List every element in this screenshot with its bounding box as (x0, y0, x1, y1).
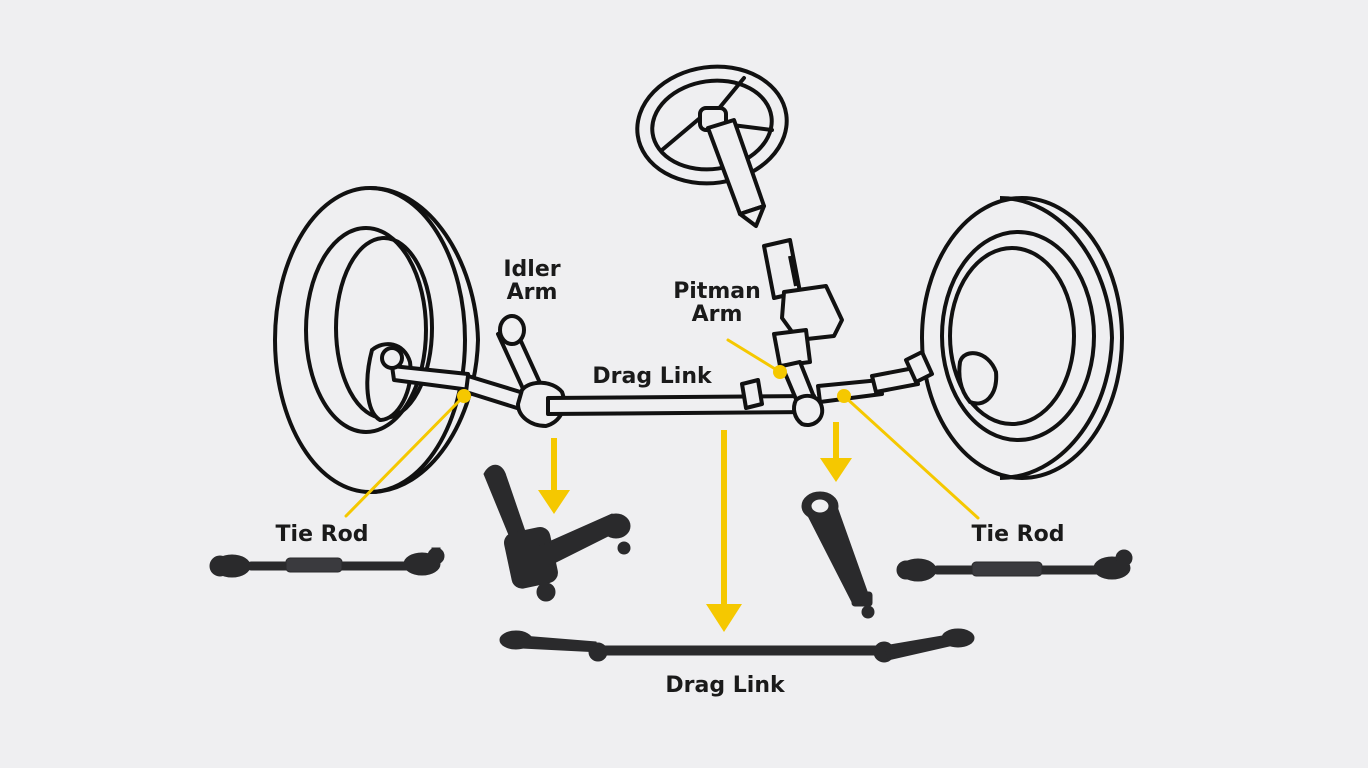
idler-arm-part (483, 464, 631, 602)
right-tie-rod-art (816, 350, 934, 404)
tie-rod-right-label: Tie Rod (971, 522, 1065, 547)
steering-column (706, 118, 766, 228)
pitman-arm-label-line1: Pitman (673, 279, 761, 304)
tie-rod-left-leader (344, 394, 466, 518)
right-tie-rod-part (896, 549, 1133, 582)
drag-link-arrow (706, 430, 742, 632)
left-tie-rod-part (209, 547, 445, 578)
pitman-arm-arrow (820, 422, 852, 482)
drag-link-part (499, 628, 975, 663)
left-wheel (273, 186, 481, 494)
callout-leaders (344, 338, 980, 520)
pitman-arm-part (801, 491, 875, 619)
tie-rod-left-label: Tie Rod (275, 522, 369, 547)
steering-wheel (635, 64, 789, 186)
right-wheel (920, 196, 1124, 480)
callout-dots (457, 365, 851, 403)
idler-arm-arrow (538, 438, 570, 514)
down-arrows (538, 422, 852, 632)
pitman-arm-label: Pitman Arm (656, 280, 778, 326)
pitman-arm-art (780, 360, 825, 427)
idler-arm-label-line1: Idler (503, 257, 561, 282)
drag-link-bottom-label: Drag Link (665, 673, 785, 698)
steering-gear-box (762, 238, 844, 368)
pitman-arm-leader (726, 338, 782, 374)
idler-arm-label: Idler Arm (492, 258, 572, 304)
pitman-arm-dot (773, 365, 787, 379)
idler-arm-label-line2: Arm (506, 280, 558, 305)
tie-rod-right-leader (842, 394, 980, 520)
drag-link-top-label: Drag Link (592, 364, 712, 389)
pitman-arm-label-line2: Arm (691, 302, 743, 327)
tie-rod-right-dot (837, 389, 851, 403)
tie-rod-left-dot (457, 389, 471, 403)
